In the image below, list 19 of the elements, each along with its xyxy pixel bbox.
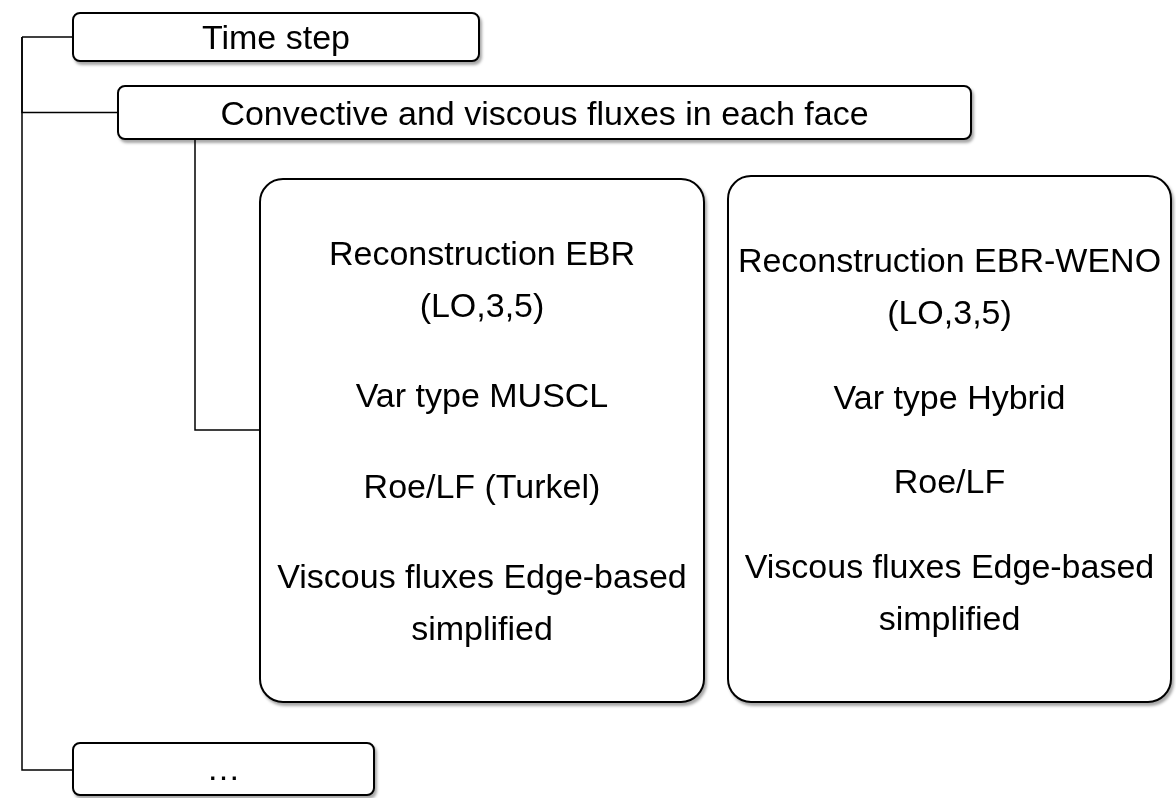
process-box [259,178,705,703]
process-box [117,85,972,140]
box-text: Roe/LF [892,461,1007,503]
box-text: … [205,748,242,789]
connector-line [21,36,73,38]
process-box [72,12,480,62]
box-text: Viscous fluxes Edge-based simplified [743,546,1156,640]
box-text: Reconstruction EBR (LO,3,5) [327,232,637,326]
process-box [727,175,1172,703]
connector-line [194,139,260,431]
box-text: Roe/LF (Turkel) [362,465,602,507]
box-text: Reconstruction EBR-WENO (LO,3,5) [736,239,1163,333]
box-text: Var type Hybrid [832,376,1067,418]
box-text: Convective and viscous fluxes in each face [219,92,870,134]
box-text: Time step [201,17,351,58]
box-text: Viscous fluxes Edge-based simplified [276,556,688,650]
box-text: Var type MUSCL [354,375,610,417]
process-box [72,742,375,796]
connector-line [21,36,73,771]
